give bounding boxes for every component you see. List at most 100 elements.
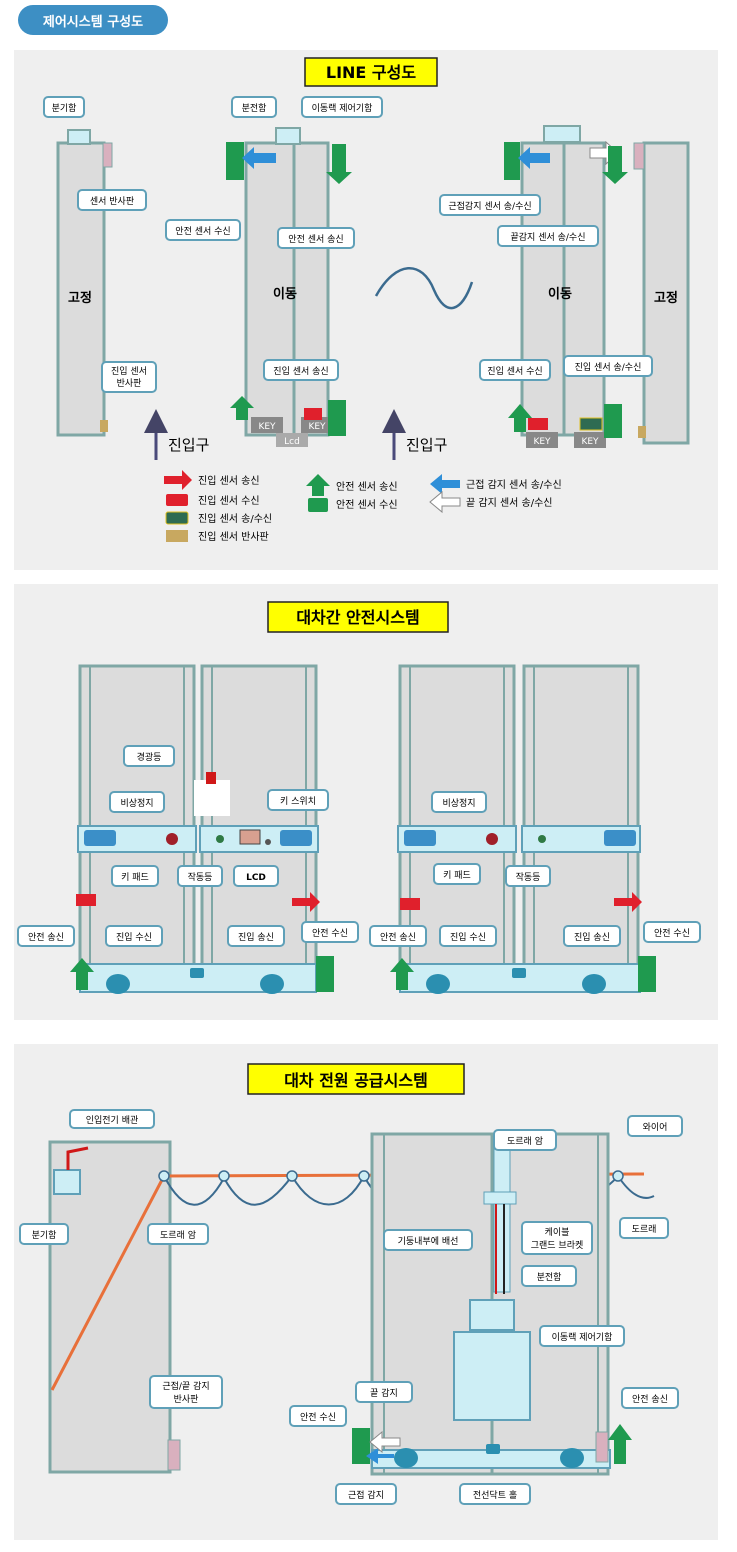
callout-safety-rx-left: 안전 수신: [312, 928, 348, 939]
legend-7: 끝 감지 센서 송/수신: [466, 497, 553, 509]
reflector: [167, 1439, 181, 1471]
entry-rx-sensor-left: [76, 894, 96, 906]
power-title-box: [247, 1063, 465, 1095]
callout-safety-rx: 안전 수신: [300, 1412, 336, 1423]
callout-cable-bracket-2: 그랜드 브라켓: [531, 1240, 584, 1251]
callout-safety-tx-right: 안전 송신: [380, 932, 416, 943]
callout-safety-rx-right: 안전 수신: [654, 928, 690, 939]
rack-pair-left: [70, 664, 334, 994]
near-detect-right-arrow-icon: [518, 147, 550, 169]
power-inlet-pipe: [66, 1146, 89, 1170]
callout-lcd: LCD: [246, 873, 266, 883]
reflector-right: [595, 1431, 609, 1463]
legend-green-sensor-icon: [308, 498, 328, 512]
wheel-icon: [260, 974, 284, 994]
moving-rack-left-col2: [292, 141, 330, 437]
key-pad-right-icon: [280, 830, 312, 846]
safety-tx-up-icon: [390, 958, 414, 990]
legend-3: 진입 센서 반사판: [198, 530, 269, 543]
power-callouts: 인입전기 배관 분기함 도르래 암 근접/끝 감지 반사판 도르래 암 와이어 …: [19, 1109, 683, 1505]
callout-entry-reflector-1: 진입 센서: [111, 365, 147, 377]
wheel-icon: [106, 974, 130, 994]
legend-red-arrow-icon: [164, 470, 192, 490]
wave-separator: [374, 267, 474, 310]
callout-trolley-arm-right: 도르래 암: [507, 1135, 543, 1147]
rack-pair-right: [390, 664, 656, 994]
moving-rack-left-col1: [244, 141, 296, 437]
callout-emergency-stop-right: 비상정지: [442, 798, 475, 809]
wheel-icon: [394, 1448, 418, 1468]
entry-tx-arrow-icon: [614, 892, 642, 912]
callout-entry-tx-left: 진입 송신: [238, 931, 274, 943]
safety-title-box: [267, 601, 449, 633]
trolley-icon: [612, 1170, 624, 1182]
key-left-label: KEY: [258, 422, 276, 432]
legend-4: 안전 센서 송신: [336, 481, 398, 493]
fixed-column: [48, 1140, 172, 1474]
callout-reflector-1: 근접/끝 감지: [162, 1380, 209, 1392]
callout-end-detect: 끝 감지: [370, 1387, 398, 1399]
emergency-stop-icon[interactable]: [166, 833, 178, 845]
warning-light-base: [194, 780, 230, 816]
entry-rx-sensor-right: [400, 898, 420, 910]
safety-rx-sensor: [316, 956, 334, 992]
lcd-screen: [239, 829, 261, 845]
line-diagram: LINE 구성도 고정 KEY KEY Lcd 이동 KEY KEY 이동 고정…: [43, 57, 690, 543]
entry-txrx-sensor-right: [579, 417, 603, 431]
callout-cable-bracket-1: 케이블: [545, 1227, 570, 1238]
page-header-title: 제어시스템 구성도: [42, 14, 144, 30]
key-pad-icon: [84, 830, 116, 846]
key-right-rack-1: [526, 432, 558, 448]
key-right-label: KEY: [308, 422, 326, 432]
mobile-rack-control-box: [453, 1331, 531, 1421]
operation-light-icon: [538, 835, 546, 843]
entry-tx-sensor: [304, 408, 322, 420]
callout-operation-light-right: 작동등: [516, 872, 541, 883]
emergency-stop-icon[interactable]: [486, 833, 498, 845]
power-title: 대차 전원 공급시스템: [284, 1071, 428, 1090]
legend-6: 근접 감지 센서 송/수신: [466, 479, 562, 491]
safety-title: 대차간 안전시스템: [296, 608, 419, 627]
near-detect-arrow-icon: [242, 147, 276, 169]
operation-light-icon: [216, 835, 224, 843]
trolley-icon: [358, 1170, 370, 1182]
callout-wire: 와이어: [643, 1121, 668, 1133]
callout-branch-box: 분기함: [32, 1230, 57, 1241]
callout-end-detect: 끝감지 센서 송/수신: [511, 231, 586, 243]
callout-near-detect: 근접 감지: [348, 1489, 384, 1501]
duct-hole-icon: [512, 968, 526, 978]
lcd-box: [276, 433, 308, 447]
key-pad-icon: [404, 830, 436, 846]
callout-entry-txrx: 진입 센서 송/수신: [575, 361, 642, 373]
callout-key-pad-left: 키 패드: [121, 872, 149, 883]
line-title-box: [304, 57, 438, 87]
line-diagram-panel: LINE 구성도 고정 KEY KEY Lcd 이동 KEY KEY 이동 고정…: [14, 50, 718, 570]
legend-txrx-sensor-icon: [165, 511, 189, 525]
callout-mobile-rack-control: 이동랙 제어기함: [552, 1332, 613, 1343]
key-right-rack-2: [574, 432, 606, 448]
callout-emergency-stop-left: 비상정지: [120, 798, 153, 809]
callout-mobile-rack-control: 이동랙 제어기함: [312, 103, 373, 114]
callout-distribution-box: 분전함: [537, 1272, 562, 1283]
mobile-rack-control-box: [543, 125, 581, 143]
safety-callouts: 경광등 비상정지 키 스위치 키 패드 작동등 LCD 안전 송신 진입 수신 …: [17, 745, 701, 947]
safety-rx-sensor-bottom: [328, 400, 346, 436]
callout-entry-reflector-2: 반사판: [117, 378, 142, 389]
fixed-left-label: 고정: [68, 290, 92, 306]
trolley-icon: [158, 1170, 170, 1182]
cart-safety-diagram: 대차간 안전시스템: [17, 601, 701, 994]
moving-right-label: 이동: [548, 286, 572, 302]
callout-key-pad-right: 키 패드: [443, 870, 471, 881]
callout-branch-box: 분기함: [52, 103, 77, 114]
callout-safety-rx: 안전 센서 수신: [175, 226, 230, 237]
callout-sensor-reflector: 센서 반사판: [90, 196, 134, 207]
fixed-column-right: [642, 141, 690, 445]
duct-hole-icon: [190, 968, 204, 978]
callout-warning-light: 경광등: [137, 751, 162, 763]
sensor-reflector: [102, 142, 113, 168]
legend-0: 진입 센서 송신: [198, 474, 260, 487]
key-left: [251, 417, 283, 433]
entry-reflector-right-icon: [638, 426, 646, 438]
legend-5: 안전 센서 수신: [336, 499, 398, 511]
key-switch-icon[interactable]: [265, 839, 271, 845]
